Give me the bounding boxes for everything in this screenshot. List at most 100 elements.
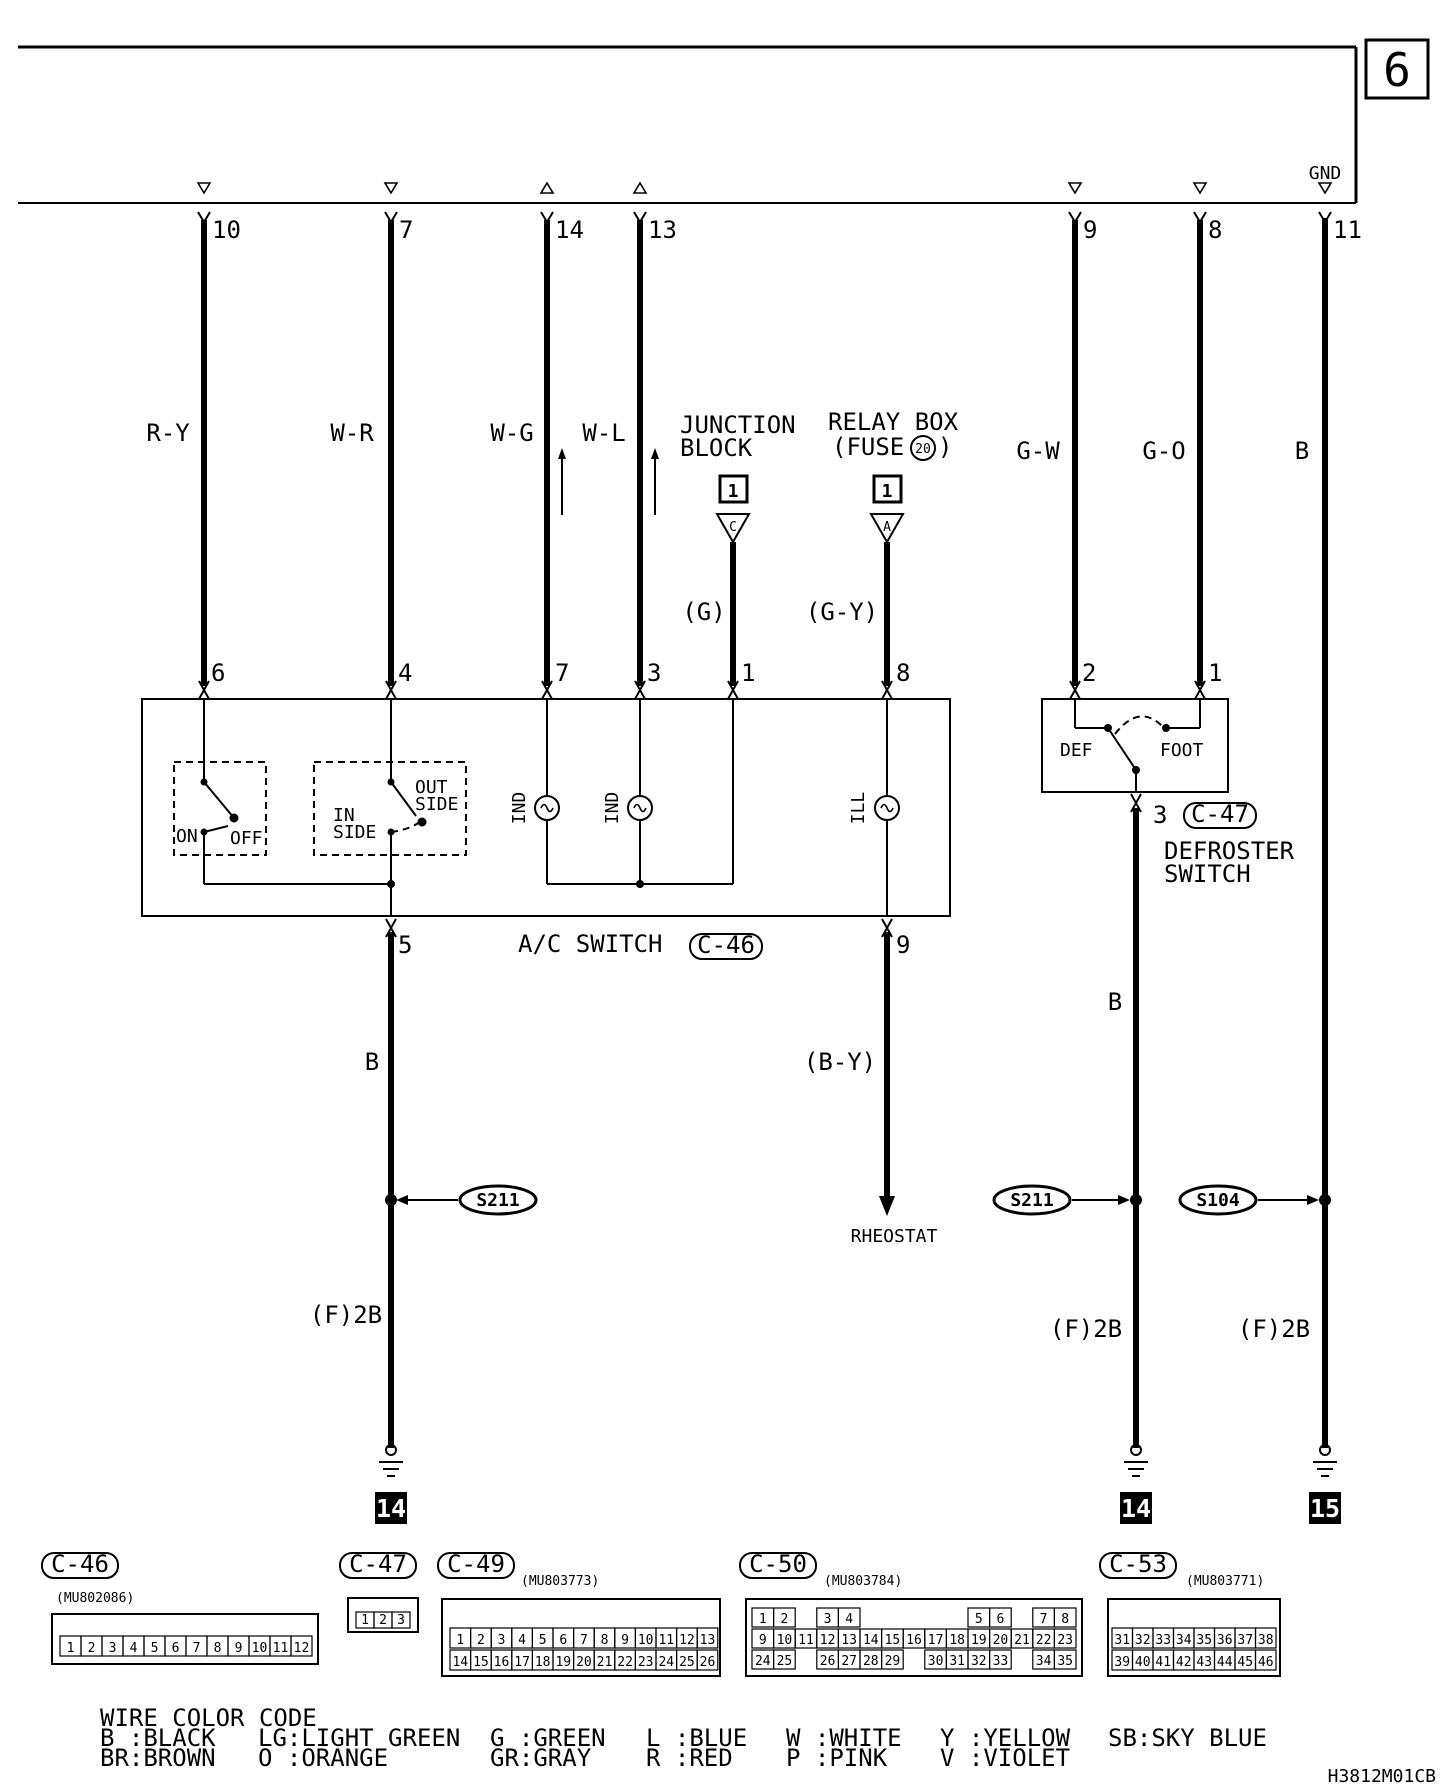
wire-color-code-entry-0-5: Y :YELLOW	[940, 1724, 1071, 1752]
c47-pin-3: 3	[397, 1613, 405, 1628]
ground-node-right	[1319, 1444, 1331, 1456]
c50-pin-31: 31	[949, 1654, 965, 1669]
c49-pin-8: 8	[601, 1633, 609, 1648]
ac-switch-ill-label: ILL	[848, 792, 869, 825]
c49-pin-11: 11	[658, 1633, 674, 1648]
figure-code: H3812M01CB	[1328, 1766, 1436, 1787]
ground-node-left	[385, 1444, 397, 1456]
c50-pin-30: 30	[928, 1654, 944, 1669]
c50-pin-27: 27	[841, 1654, 857, 1669]
wire-color-code-entry-0-3: L :BLUE	[646, 1724, 747, 1752]
c50-pin-17: 17	[928, 1633, 944, 1648]
c50-pin-28: 28	[863, 1654, 879, 1669]
c49-pin-19: 19	[555, 1655, 571, 1670]
c53-pin-38: 38	[1258, 1633, 1274, 1648]
junction-block: JUNCTION BLOCK 1 C (G)	[680, 411, 796, 626]
c50-pin-32: 32	[971, 1654, 987, 1669]
wire-label-b-y: (B-Y)	[804, 1048, 876, 1076]
defroster-top-terminal-2-lower	[1069, 687, 1081, 700]
c50-cell-6	[988, 1607, 1012, 1628]
splice-left-label: S211	[476, 1190, 519, 1211]
ac-switch-top-terminal-6-lower	[198, 687, 210, 700]
ac-switch-out-side-label: SIDE	[415, 794, 458, 815]
ac-switch-top-terminal-7-lower	[541, 687, 553, 700]
junction-block-line2: BLOCK	[680, 434, 753, 462]
defroster-def-label: DEF	[1060, 740, 1093, 761]
c50-pin-21: 21	[1014, 1633, 1030, 1648]
ac-switch-inside-outside-frame	[313, 761, 467, 856]
c53-pin-33: 33	[1155, 1633, 1171, 1648]
ac-switch: 6 4 7 3 1 8 ON OFF	[141, 659, 951, 960]
top-pin-number-14: 14	[555, 216, 584, 244]
c49-pin-17: 17	[514, 1655, 530, 1670]
c50-pin-19: 19	[971, 1633, 987, 1648]
c50-pin-9: 9	[759, 1633, 767, 1648]
c50-pin-14: 14	[863, 1633, 879, 1648]
c50-pin-26: 26	[820, 1654, 836, 1669]
c53-pin-41: 41	[1155, 1655, 1171, 1670]
ac-switch-pin-9: 9	[896, 931, 910, 959]
ac-switch-pin-4: 4	[398, 659, 412, 687]
c49-cell-13	[696, 1627, 719, 1649]
ac-switch-ind-label-2: IND	[602, 792, 623, 825]
relay-box-box-number: 1	[882, 481, 893, 502]
defroster-foot-label: FOOT	[1160, 740, 1204, 761]
ground-number-mid: 14	[1121, 1494, 1151, 1523]
junction-block-connector: C	[729, 520, 737, 535]
rheostat-label: RHEOSTAT	[851, 1226, 938, 1247]
ac-switch-name: A/C SWITCH	[518, 930, 663, 958]
wire-label-g-w: G-W	[1016, 437, 1060, 465]
top-pin-marker-8	[1192, 182, 1208, 195]
c50-pin-12: 12	[820, 1633, 836, 1648]
ac-switch-top-terminal-1-lower	[727, 687, 739, 700]
c49-cell-26	[696, 1649, 719, 1671]
ac-switch-bottom-terminal-9-lower	[881, 925, 893, 938]
defroster-pin-3: 3	[1153, 801, 1167, 829]
junction-block-box-number: 1	[728, 481, 739, 502]
harness-label-mid: (F)2B	[1050, 1315, 1122, 1343]
c50-pin-20: 20	[993, 1633, 1009, 1648]
c49-pin-13: 13	[700, 1633, 716, 1648]
c46-pin-1: 1	[67, 1641, 75, 1656]
wire-color-code-title: WIRE COLOR CODE	[100, 1704, 317, 1732]
ground-number-box-mid	[1120, 1492, 1152, 1524]
wire-color-code-entry-0-6: SB:SKY BLUE	[1108, 1724, 1267, 1752]
ac-switch-pin-5: 5	[398, 931, 412, 959]
ground-number-box-left	[375, 1492, 407, 1524]
c53-pin-34: 34	[1176, 1633, 1192, 1648]
c49-pin-9: 9	[621, 1633, 629, 1648]
ac-switch-ind-label-1: IND	[509, 792, 530, 825]
wire-color-code-entry-1-2: GR:GRAY	[490, 1744, 592, 1772]
relay-box-wire: (G-Y)	[806, 598, 878, 626]
c49-pin-7: 7	[580, 1633, 588, 1648]
relay-box-line1: RELAY BOX	[828, 408, 959, 436]
defroster-connector: C-47	[1191, 800, 1249, 828]
ground-number-left: 14	[376, 1494, 406, 1523]
ac-switch-top-terminal-3-lower	[634, 687, 646, 700]
top-pin-number-7: 7	[399, 216, 413, 244]
c49-pin-21: 21	[597, 1655, 613, 1670]
ac-switch-off-label: OFF	[230, 828, 263, 849]
c49-pin-18: 18	[535, 1655, 551, 1670]
c50-pin-4: 4	[845, 1612, 853, 1627]
ac-switch-top-terminal-4-lower	[385, 687, 397, 700]
c49-pin-5: 5	[539, 1633, 547, 1648]
c49-pin-15: 15	[473, 1655, 489, 1670]
c46-pin-5: 5	[151, 1641, 159, 1656]
ac-switch-in-side-label: SIDE	[333, 822, 376, 843]
c47-pin-1: 1	[361, 1613, 369, 1628]
c50-cell-29	[880, 1649, 904, 1670]
c53-pin-39: 39	[1114, 1655, 1130, 1670]
top-pin-marker-11	[1317, 182, 1333, 195]
gnd-label: GND	[1309, 163, 1342, 184]
connector-c49-part: (MU803773)	[521, 1574, 599, 1589]
ac-switch-pin-3: 3	[647, 659, 661, 687]
c50-pin-16: 16	[906, 1633, 922, 1648]
wire-color-code-entry-0-4: W :WHITE	[786, 1724, 902, 1752]
